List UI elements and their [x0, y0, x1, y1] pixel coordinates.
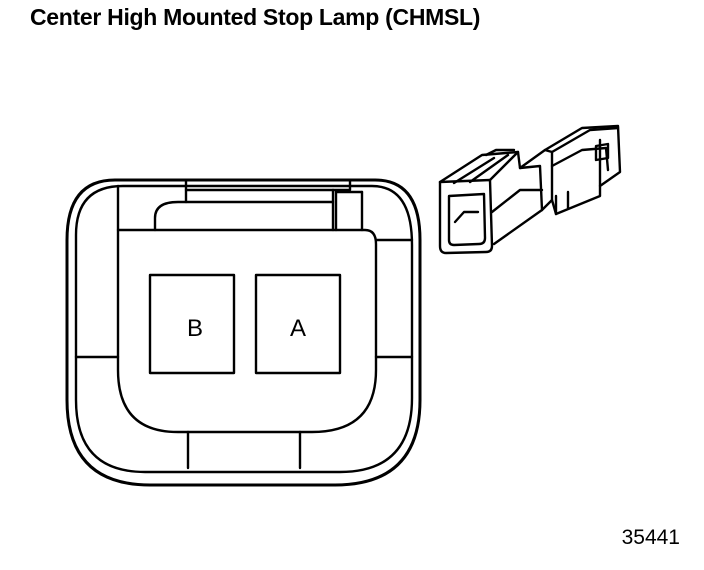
- iso-top-slot: [454, 155, 508, 183]
- cavity-a: A: [256, 275, 340, 373]
- connector-inner-shell: [76, 186, 412, 472]
- diagram-title: Center High Mounted Stop Lamp (CHMSL): [30, 4, 481, 30]
- connector-top-channel: [186, 180, 350, 190]
- connector-outer-housing: [67, 180, 420, 485]
- iso-rear-top: [552, 128, 618, 152]
- iso-rear-body: [545, 126, 620, 214]
- connector-body: [118, 230, 376, 432]
- iso-front-opening: [449, 194, 485, 245]
- cavity-a-box: [256, 275, 340, 373]
- iso-front-top: [440, 152, 518, 182]
- iso-front-face: [440, 180, 492, 253]
- cavity-b: B: [150, 275, 234, 373]
- iso-latch-tab: [596, 144, 608, 160]
- connector-face: B A: [67, 180, 420, 485]
- iso-front-side: [494, 152, 542, 244]
- connector-bottom-key: [188, 432, 300, 468]
- cavity-b-label: B: [187, 315, 203, 342]
- cavity-b-box: [150, 275, 234, 373]
- iso-front-detail: [455, 212, 478, 222]
- figure-number: 35441: [621, 526, 680, 549]
- iso-top-edge: [486, 150, 514, 155]
- connector-lock-tab: [155, 202, 333, 230]
- iso-collar: [520, 150, 552, 210]
- cavity-a-label: A: [290, 315, 306, 342]
- connector-isometric: [440, 126, 620, 253]
- iso-side-step: [492, 190, 542, 212]
- iso-rear-lines: [556, 192, 568, 214]
